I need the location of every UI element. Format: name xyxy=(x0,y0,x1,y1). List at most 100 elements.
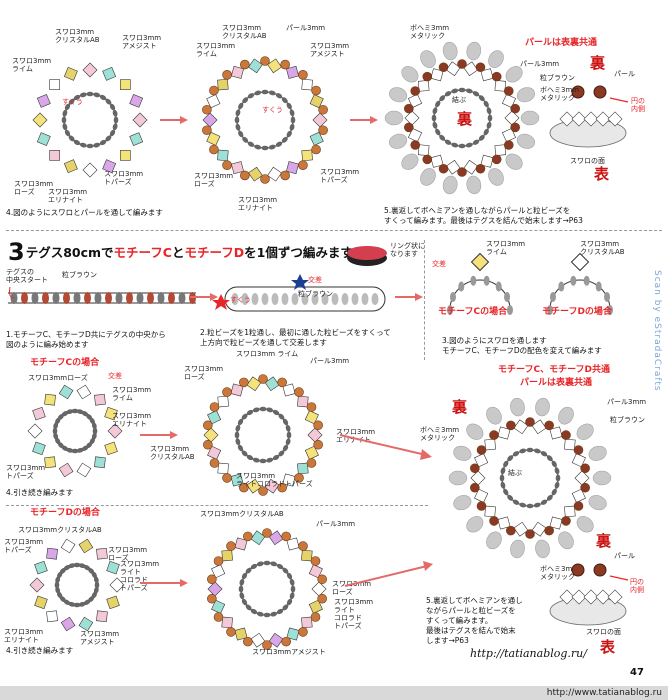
seed-bead xyxy=(99,94,107,101)
seed-bead xyxy=(512,499,520,505)
blog-url[interactable]: http://tatianablog.ru/ xyxy=(470,647,587,660)
crystal-bead xyxy=(497,516,511,530)
cd-bohemian: ボヘミ3mm メタリック xyxy=(420,426,460,442)
seed-bead xyxy=(112,123,118,131)
crystal-bead xyxy=(76,462,92,478)
pearl-bead xyxy=(213,612,224,622)
seed-bead xyxy=(54,581,60,589)
label-sukuu-1: すくう xyxy=(62,98,83,106)
pearl-bead xyxy=(503,86,514,96)
motif-c-ring-diagram xyxy=(203,374,323,496)
seed-bead xyxy=(583,275,590,286)
seed-bead xyxy=(486,121,492,129)
pearl-bead xyxy=(510,122,520,133)
label-tr-pearl2: パール xyxy=(614,70,635,78)
start-star-icon xyxy=(212,294,230,310)
pearl-bead xyxy=(202,104,212,115)
label-c-m-rose: スワロ3mm ローズ xyxy=(184,365,224,381)
seed-bead xyxy=(235,109,241,117)
pearl-bead xyxy=(243,531,253,542)
bead-chain-diagram xyxy=(8,286,196,304)
pearl-bead xyxy=(222,160,232,170)
seed-bead xyxy=(115,292,123,304)
pearl-bead xyxy=(310,612,321,622)
crystal-bead xyxy=(417,144,430,156)
seed-bead xyxy=(290,585,296,593)
seed-bead xyxy=(289,123,295,131)
seed-bead xyxy=(435,100,441,108)
seed-bead xyxy=(237,444,244,452)
crystal-bead xyxy=(304,410,319,425)
label-tr-pearl: パール3mm xyxy=(520,60,560,68)
crystal-bead xyxy=(63,66,78,81)
label-motif-c: モチーフCの場合 xyxy=(438,307,508,317)
seed-bead xyxy=(512,451,520,457)
outer-bead xyxy=(510,539,525,559)
seed-bead xyxy=(76,447,84,453)
crystal-bead xyxy=(58,384,74,400)
pearl-bead xyxy=(525,529,535,539)
outer-bead xyxy=(576,423,594,440)
pearl-bead xyxy=(209,402,220,412)
pearl-bead xyxy=(317,574,327,585)
pearl-bead xyxy=(209,458,220,468)
seed-bead xyxy=(465,142,473,148)
pearl-bead xyxy=(207,593,217,604)
crystal-bead xyxy=(504,110,520,126)
step5-top: 5.裏返してボヘミアンを通しながらパールと粒ビーズを すくって編みます。最後はテ… xyxy=(384,206,583,225)
seed-bead xyxy=(263,560,271,566)
pearl-bead xyxy=(207,574,217,585)
seed-bead xyxy=(447,305,453,315)
cd-ura: 裏 xyxy=(452,398,468,416)
seed-bead xyxy=(256,611,264,617)
outer-bead xyxy=(384,110,404,126)
chain-ring-diagram xyxy=(212,274,386,312)
seed-bead xyxy=(432,107,438,115)
seed-bead xyxy=(91,422,97,430)
seed-bead xyxy=(286,572,293,580)
seed-bead xyxy=(286,598,293,606)
crystal-bead xyxy=(36,93,51,108)
seed-bead xyxy=(285,424,291,432)
seed-bead xyxy=(68,563,76,569)
inside-arrow xyxy=(609,97,629,103)
crystal-bead xyxy=(297,395,309,408)
crystal-bead xyxy=(94,393,106,406)
crystal-bead xyxy=(307,427,323,443)
seed-bead xyxy=(55,586,61,594)
pearl-bead xyxy=(313,420,323,431)
label-d-amethyst: スワロ3mm アメジスト xyxy=(80,630,120,646)
pearl-bead xyxy=(280,170,290,181)
start-thread xyxy=(9,286,15,299)
label-ring: リング状に なります xyxy=(390,242,425,258)
footer-url[interactable]: http://www.tatianablog.ru xyxy=(546,688,662,698)
seed-bead xyxy=(371,293,379,305)
crystal-bead xyxy=(470,252,490,272)
crystal-bead xyxy=(549,426,563,440)
seed-bead xyxy=(71,448,79,454)
top-right-back-diagram xyxy=(384,41,540,195)
pearl-bead xyxy=(491,71,502,82)
cd-header-1: モチーフC、モチーフD共通 xyxy=(498,365,610,375)
step4-top: 4.図のようにスワロとパールを通して編みます xyxy=(6,208,163,217)
pearl-bead xyxy=(593,563,607,577)
crystal-bead xyxy=(494,144,507,156)
seed-bead xyxy=(241,413,248,420)
seed-bead xyxy=(112,109,118,117)
pearl-bead xyxy=(239,377,249,388)
seed-bead xyxy=(289,592,295,600)
seed-bead xyxy=(507,305,513,315)
seed-bead xyxy=(551,460,557,468)
seed-bead xyxy=(61,116,67,124)
seed-bead xyxy=(351,293,359,305)
crystal-bead xyxy=(595,589,611,605)
seed-bead xyxy=(68,98,75,105)
seed-bead xyxy=(79,92,87,98)
crystal-bead xyxy=(463,159,479,175)
seed-bead xyxy=(241,450,248,457)
crystal-bead xyxy=(445,159,461,175)
seed-bead xyxy=(68,135,75,142)
seed-bead xyxy=(458,281,465,292)
pearl-bead xyxy=(410,140,421,150)
crystal-bead xyxy=(34,560,48,575)
